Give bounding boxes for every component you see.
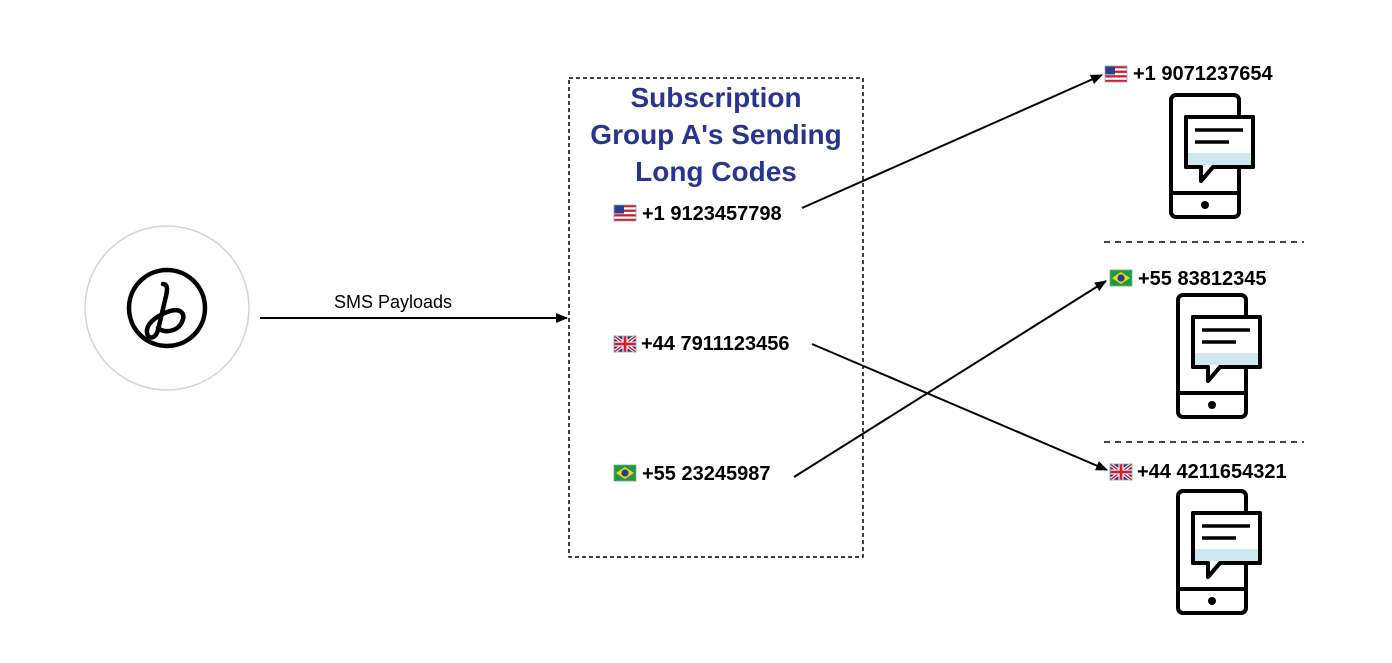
recipient-uk: +44 4211654321 xyxy=(1110,461,1287,615)
recipient-number: +44 4211654321 xyxy=(1137,461,1287,483)
long-code-uk: +44 7911123456 xyxy=(614,333,790,355)
route-arrow-uk xyxy=(811,343,1108,471)
route-arrow-us xyxy=(801,74,1103,209)
recipient-br: +55 83812345 xyxy=(1109,268,1266,419)
phone-message-icon xyxy=(1169,93,1255,219)
phone-message-icon xyxy=(1176,293,1262,419)
recipient-number: +55 83812345 xyxy=(1138,268,1266,290)
uk-flag-icon xyxy=(614,336,636,352)
recipient-us: +1 9071237654 xyxy=(1104,63,1273,219)
long-code-number: +55 23245987 xyxy=(642,463,770,485)
group-title-line-2: Group A's Sending xyxy=(590,119,841,150)
long-code-us: +1 9123457798 xyxy=(613,203,782,225)
group-title-line-3: Long Codes xyxy=(635,156,797,187)
uk-flag-icon xyxy=(1110,464,1132,480)
long-code-number: +1 9123457798 xyxy=(642,203,782,225)
group-title-line-1: Subscription xyxy=(630,82,801,113)
braze-logo-icon xyxy=(126,267,208,349)
group-title: Subscription Group A's Sending Long Code… xyxy=(590,82,841,187)
us-flag-icon xyxy=(1104,65,1128,83)
phone-message-icon xyxy=(1176,489,1262,615)
us-flag-icon xyxy=(613,204,637,222)
long-code-number: +44 7911123456 xyxy=(641,333,790,355)
sms-payloads-label: SMS Payloads xyxy=(334,292,452,312)
long-code-br: +55 23245987 xyxy=(613,463,770,485)
route-arrow-br xyxy=(793,280,1107,478)
subscription-group-box xyxy=(568,77,864,558)
recipient-number: +1 9071237654 xyxy=(1133,63,1273,85)
br-flag-icon xyxy=(1109,269,1133,287)
sender-logo-node xyxy=(84,225,250,391)
br-flag-icon xyxy=(613,464,637,482)
